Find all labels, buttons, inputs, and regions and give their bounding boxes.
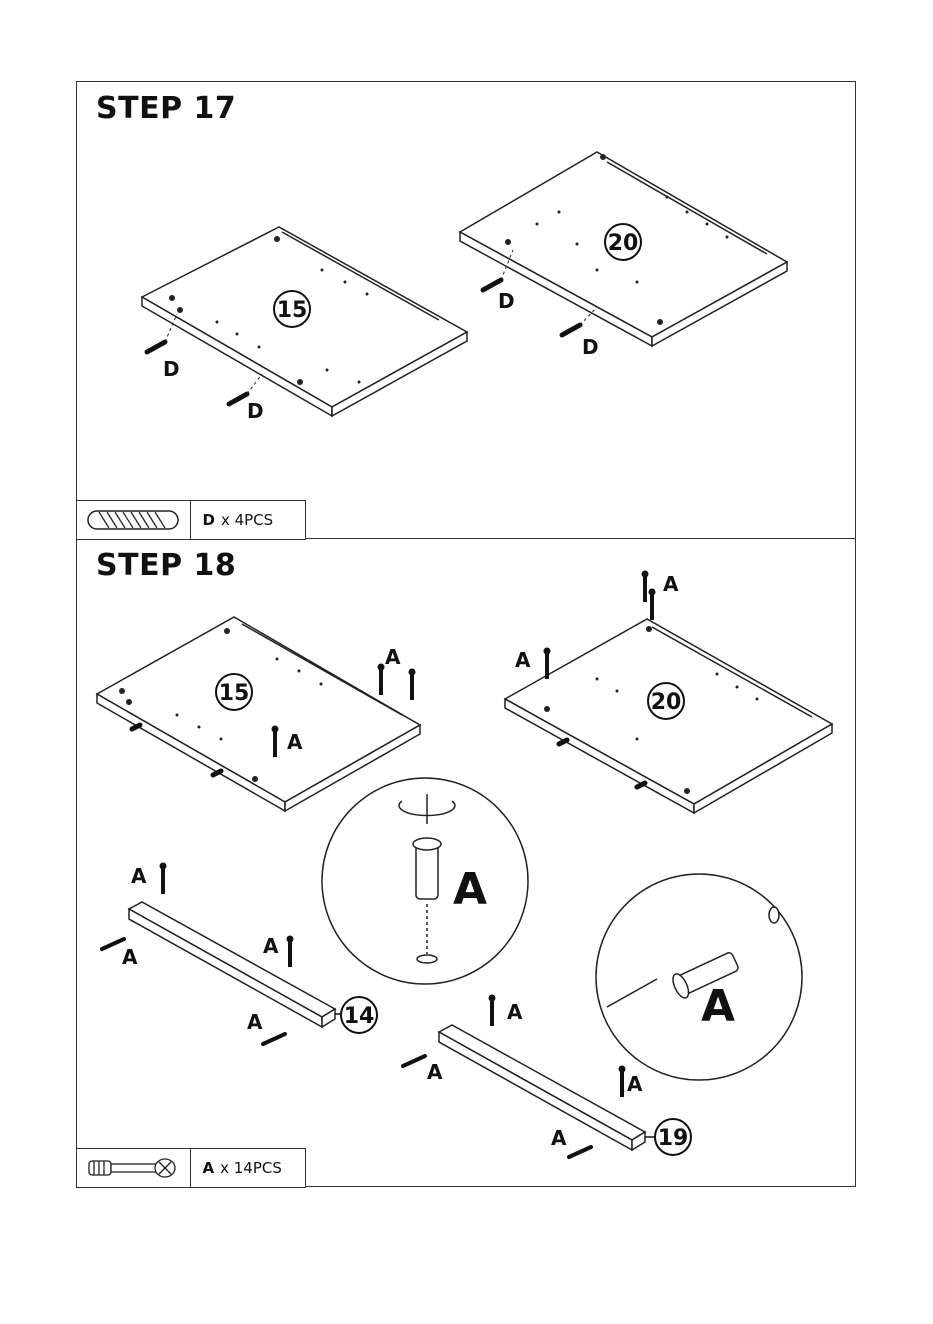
part-letter: A <box>203 1159 215 1177</box>
step-17-panel: STEP 17 <box>76 81 856 539</box>
cam-bolt-icon <box>77 1149 191 1187</box>
detail-label-a: A <box>701 981 735 1032</box>
step-18-illustration: A A A A A A A A A A A A A A <box>77 539 857 1187</box>
step-18-panel: STEP 18 <box>76 539 856 1187</box>
panel-number-19: 19 <box>658 1126 689 1151</box>
cam-label-a: A <box>627 1072 643 1096</box>
cam-label-a: A <box>507 1000 523 1024</box>
part-quantity: x 4PCS <box>221 511 273 529</box>
cam-label-a: A <box>247 1010 263 1034</box>
step-17-parts-list: D x 4PCS <box>76 500 306 540</box>
cam-label-a: A <box>131 864 147 888</box>
dowel-label-d: D <box>582 335 599 359</box>
board-15 <box>97 617 420 811</box>
part-letter: D <box>203 511 215 529</box>
panel-number-14: 14 <box>344 1004 375 1029</box>
panel-number-20: 20 <box>651 690 682 715</box>
dowel-label-d: D <box>163 357 180 381</box>
rail-19 <box>439 1025 645 1150</box>
step-17-illustration: D D D D 15 20 <box>77 82 857 540</box>
dowel-label-d: D <box>498 289 515 313</box>
detail-label-a: A <box>453 864 487 915</box>
cam-label-a: A <box>663 572 679 596</box>
rail-14 <box>129 902 335 1027</box>
cam-label-a: A <box>122 945 138 969</box>
dowel-label-d: D <box>247 399 264 423</box>
cam-label-a: A <box>551 1126 567 1150</box>
cam-label-a: A <box>287 730 303 754</box>
panel-number-15: 15 <box>219 681 250 706</box>
dowel-icon <box>77 501 191 539</box>
panel-number-15: 15 <box>277 298 308 323</box>
panel-number-20: 20 <box>608 231 639 256</box>
part-quantity: x 14PCS <box>220 1159 282 1177</box>
cam-label-a: A <box>263 934 279 958</box>
step-18-parts-list: A x 14PCS <box>76 1148 306 1188</box>
cam-label-a: A <box>385 645 401 669</box>
cam-label-a: A <box>515 648 531 672</box>
cam-label-a: A <box>427 1060 443 1084</box>
